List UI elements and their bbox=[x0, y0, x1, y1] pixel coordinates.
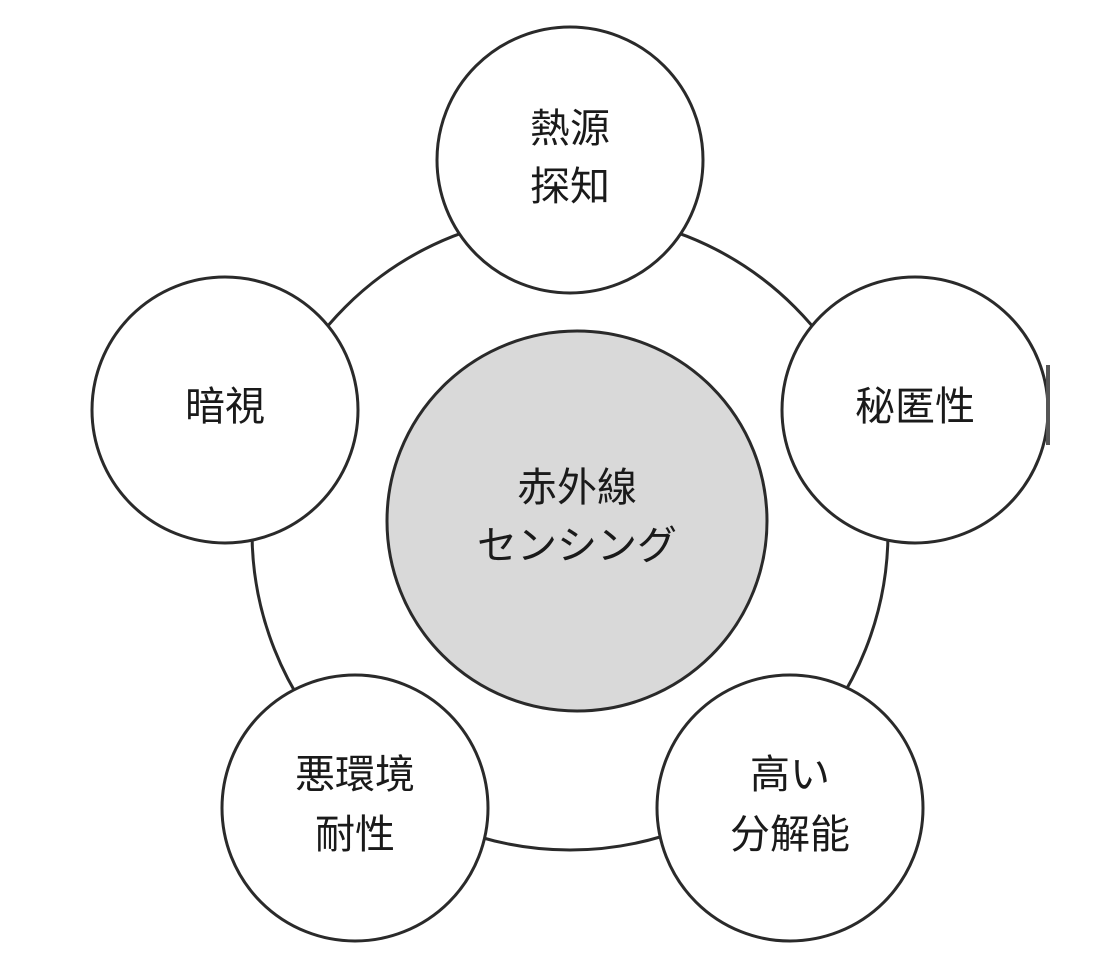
scan-edge-mark bbox=[1046, 365, 1050, 445]
center-label-line: センシング bbox=[477, 523, 677, 569]
node-circle bbox=[435, 25, 705, 295]
center-circle bbox=[385, 329, 769, 713]
node-label-line: 分解能 bbox=[730, 812, 850, 858]
center-label-line: 赤外線 bbox=[517, 465, 637, 511]
node-label-line: 暗視 bbox=[185, 384, 265, 430]
node-heat-source-detection: 熱源 探知 bbox=[435, 25, 705, 295]
node-label-line: 耐性 bbox=[315, 812, 395, 858]
node-label-line: 秘匿性 bbox=[855, 384, 975, 430]
node-label-line: 高い bbox=[750, 752, 830, 798]
node-label-line: 悪環境 bbox=[295, 752, 415, 798]
node-night-vision: 暗視 bbox=[90, 275, 360, 545]
node-circle bbox=[655, 673, 925, 943]
node-label-line: 熱源 bbox=[530, 106, 610, 152]
node-high-resolution: 高い 分解能 bbox=[655, 673, 925, 943]
node-circle bbox=[90, 275, 360, 545]
center-infrared-sensing: 赤外線 センシング bbox=[385, 329, 769, 713]
node-harsh-environment-resistance: 悪環境 耐性 bbox=[220, 673, 490, 943]
node-circle bbox=[220, 673, 490, 943]
node-concealment: 秘匿性 bbox=[780, 275, 1050, 545]
node-label-line: 探知 bbox=[530, 164, 610, 210]
